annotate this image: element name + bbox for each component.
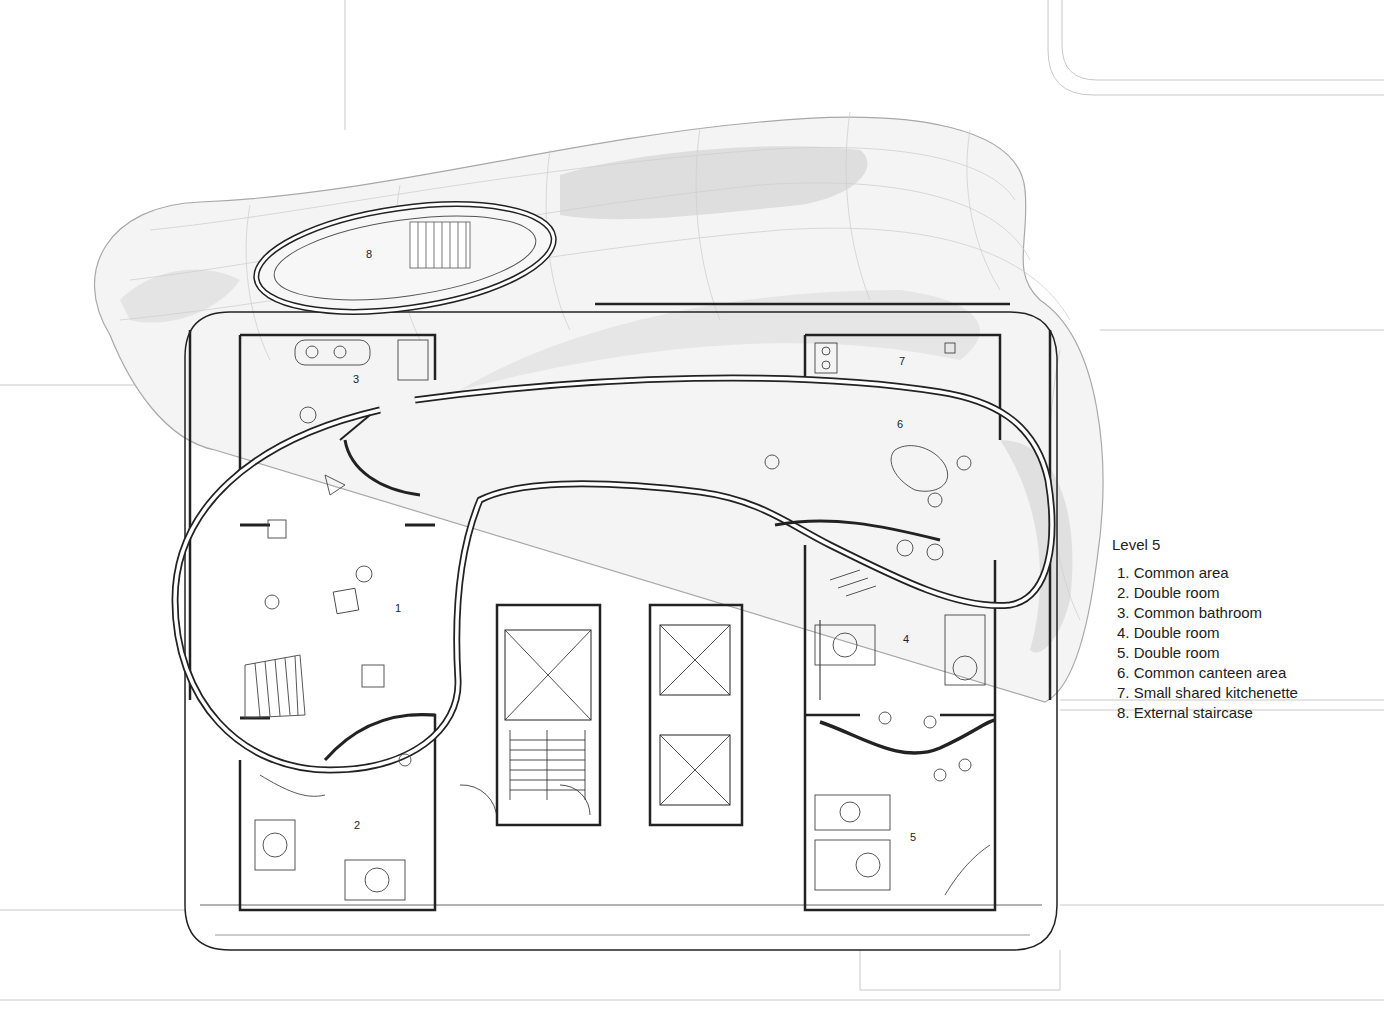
legend-entry: 6. Common canteen area — [1117, 664, 1286, 682]
legend-entry: 8. External staircase — [1117, 704, 1253, 722]
legend-entry: 4. Double room — [1117, 624, 1220, 642]
roof-form — [94, 112, 1102, 702]
callout-number: 5 — [910, 831, 916, 844]
legend-title: Level 5 — [1112, 536, 1160, 554]
callout-number: 6 — [897, 418, 903, 431]
core — [460, 605, 742, 825]
furniture — [245, 340, 990, 900]
legend-entry: 1. Common area — [1117, 564, 1229, 582]
callout-number: 1 — [395, 602, 401, 615]
legend-entry: 7. Small shared kitchenette — [1117, 684, 1298, 702]
legend-entry: 2. Double room — [1117, 584, 1220, 602]
room-walls — [240, 335, 1000, 910]
building-walls — [185, 304, 1057, 950]
callout-number: 3 — [353, 373, 359, 386]
legend-entry: 3. Common bathroom — [1117, 604, 1262, 622]
callout-number: 4 — [903, 633, 909, 646]
callout-number: 8 — [366, 248, 372, 261]
curved-walls — [175, 378, 1052, 770]
legend-entry: 5. Double room — [1117, 644, 1220, 662]
external-staircase — [250, 188, 561, 329]
callout-number: 2 — [354, 819, 360, 832]
callout-number: 7 — [899, 355, 905, 368]
